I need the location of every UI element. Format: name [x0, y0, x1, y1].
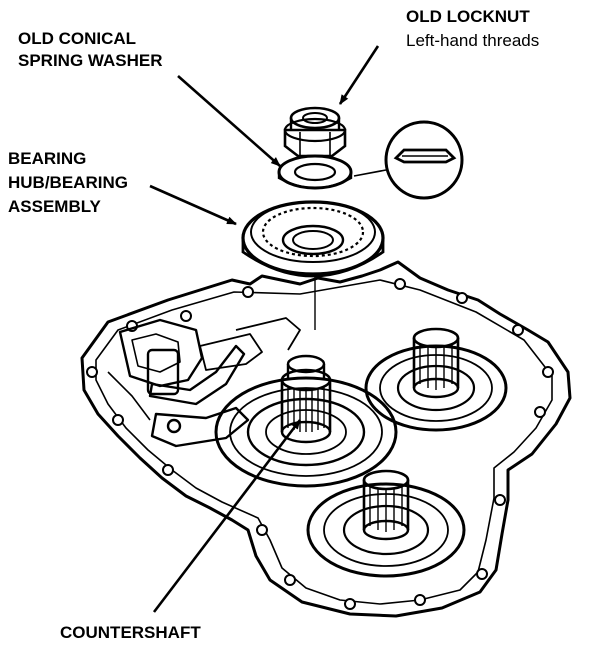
washer-detail-callout: [353, 120, 464, 200]
washer-leader-arrow: [177, 75, 281, 167]
transmission-case: [80, 260, 572, 618]
bearing-label-line1: BEARING: [8, 149, 86, 168]
case-bolt-holes: [86, 278, 554, 610]
bearing-label-line2: HUB/BEARING: [8, 173, 128, 192]
locknut-leader-arrow: [338, 45, 380, 105]
countershaft-leader-arrow: [152, 419, 302, 613]
mainshaft-gear-assembly: [364, 327, 508, 432]
washer-label-line2: SPRING WASHER: [18, 51, 163, 70]
locknut-note: Left-hand threads: [406, 31, 539, 50]
bearing-hub-assembly: [241, 200, 385, 278]
bearing-leader-arrow: [149, 184, 237, 226]
countershaft-gear-assembly: [214, 354, 398, 488]
conical-spring-washer: [277, 154, 353, 190]
locknut: [283, 106, 347, 158]
washer-label-line1: OLD CONICAL: [18, 29, 136, 48]
countershaft-label: COUNTERSHAFT: [60, 623, 201, 642]
valve-body-linkage: [107, 317, 301, 448]
locknut-label: OLD LOCKNUT: [406, 7, 530, 26]
bearing-label-line3: ASSEMBLY: [8, 197, 102, 216]
leader-lines: [149, 45, 380, 613]
secondary-gear-assembly: [306, 469, 466, 578]
